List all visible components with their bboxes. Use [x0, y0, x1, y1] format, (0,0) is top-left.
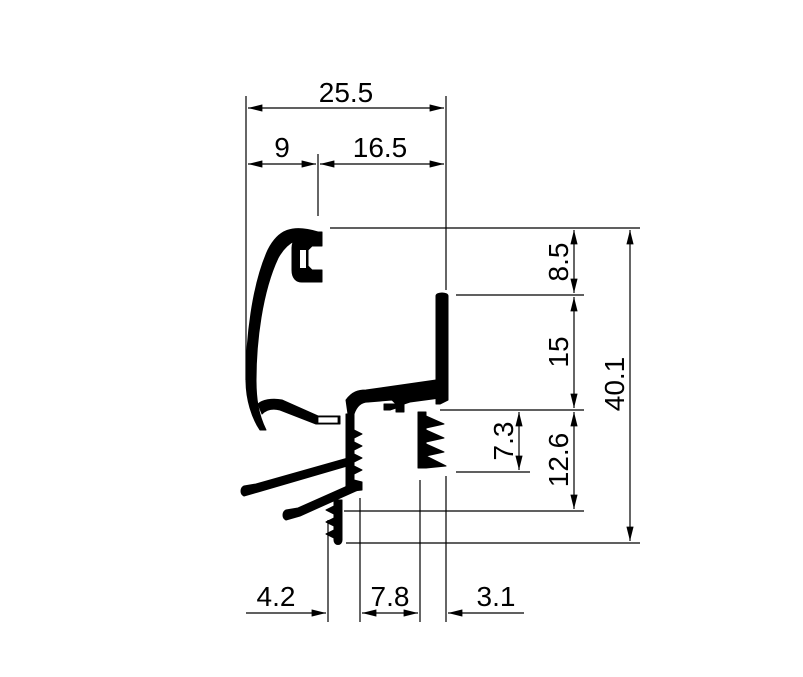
right-plate — [435, 292, 449, 405]
dim-bottom-left: 4.2 — [257, 581, 296, 612]
inner-rib — [417, 411, 427, 469]
body-top-bar — [345, 379, 449, 415]
left-teeth — [353, 429, 363, 475]
c-hook — [291, 231, 323, 283]
bottom-leg — [333, 499, 343, 545]
clip-tab — [383, 403, 405, 413]
dim-tooth-height: 7.3 — [488, 422, 519, 461]
right-fins — [425, 415, 447, 469]
curved-lip — [245, 228, 319, 431]
bottom-dimensions: 4.2 7.8 3.1 — [246, 476, 524, 622]
dim-right-width: 16.5 — [353, 132, 408, 163]
right-dimensions: 8.5 15 12.6 7.3 40.1 — [330, 227, 640, 544]
body-left-wall — [343, 413, 363, 493]
dim-left-offset: 9 — [274, 132, 290, 163]
dim-top-gap: 8.5 — [543, 243, 574, 282]
dim-lower-height: 12.6 — [543, 433, 574, 488]
dim-middle-height: 15 — [543, 336, 574, 367]
aluminium-profile — [240, 228, 449, 545]
dim-bottom-middle: 7.8 — [371, 581, 410, 612]
seal-fin-lower — [282, 483, 359, 521]
dim-overall-height: 40.1 — [599, 357, 630, 412]
dim-bottom-right: 3.1 — [477, 581, 516, 612]
top-dimensions: 25.5 9 16.5 — [245, 77, 447, 380]
dim-overall-width: 25.5 — [319, 77, 374, 108]
seal-fin-upper — [240, 457, 355, 497]
bottom-teeth — [325, 505, 335, 539]
